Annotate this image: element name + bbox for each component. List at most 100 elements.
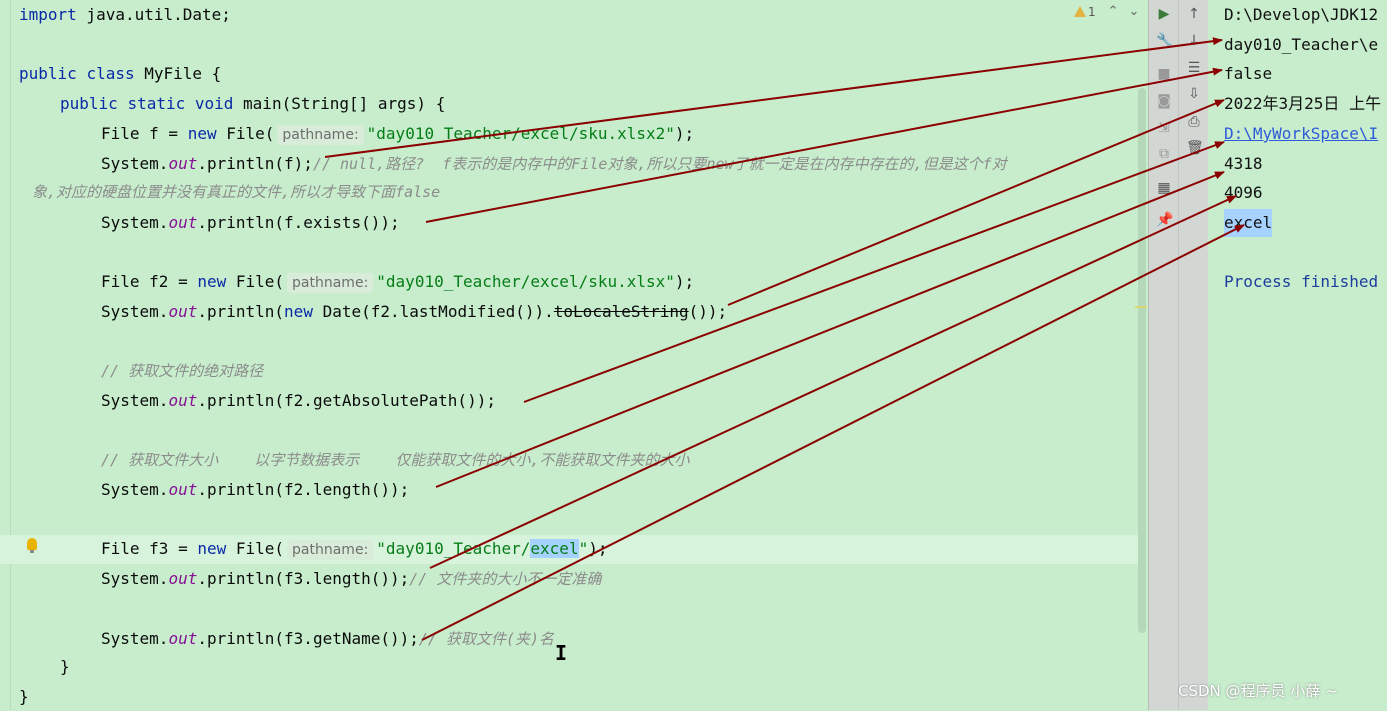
code-text: .println( [197, 302, 285, 321]
code-line-f3-length[interactable]: System.out.println(f3.length());// 文件夹的大… [101, 565, 601, 593]
process-finished-line: Process finished [1224, 272, 1379, 291]
console-line: 2022年3月25日 上午 [1224, 94, 1382, 113]
keyword: public [19, 64, 77, 83]
camera-icon[interactable]: ◙ [1157, 93, 1171, 109]
code-text: .println(f3.getName()); [197, 629, 419, 648]
comment: // 获取文件的绝对路径 [101, 362, 264, 380]
code-editor[interactable]: 1 ⌃ ⌄ import java.util.Date; public class … [0, 0, 1148, 710]
code-text: main(String[] args) { [233, 94, 446, 113]
code-line-length[interactable]: System.out.println(f2.length()); [101, 476, 409, 504]
soft-wrap-icon[interactable]: ☰ [1187, 60, 1201, 76]
code-line-main[interactable]: public static void main(String[] args) { [60, 90, 445, 118]
console-line-selected: excel [1224, 209, 1273, 237]
code-text: .println(f3.length()); [197, 569, 410, 588]
code-line-date[interactable]: System.out.println(new Date(f2.lastModif… [101, 298, 727, 326]
gutter-divider [10, 0, 11, 710]
watermark: CSDN @程序员 小薛 ~ [1178, 682, 1338, 700]
keyword: new [284, 302, 313, 321]
chevron-up-icon[interactable]: ⌃ [1107, 4, 1119, 19]
wrench-icon[interactable]: 🔧 [1156, 33, 1174, 49]
code-text: System. [101, 302, 169, 321]
keyword: new [187, 124, 217, 143]
code-line-f3-name[interactable]: System.out.println(f3.getName());// 获取文件… [101, 625, 554, 653]
code-text: java.util.Date; [76, 5, 231, 24]
code-text: MyFile { [134, 64, 222, 83]
code-text: ); [674, 124, 695, 143]
console-line: day010_Teacher\e [1224, 35, 1379, 54]
keyword: static [127, 94, 186, 113]
string-literal: " [578, 539, 589, 558]
code-line-abs-path[interactable]: System.out.println(f2.getAbsolutePath())… [101, 387, 496, 415]
run-toolbar: ▶ 🔧 ■ ◙ ⇲ ⧉ ▦ 📌 [1148, 0, 1179, 710]
code-text: File f3 = [101, 539, 198, 558]
code-line-file-f[interactable]: File f = new File(pathname:"day010_Teach… [101, 120, 694, 148]
pin-icon[interactable]: 📌 [1156, 212, 1174, 228]
code-text: Date(f2.lastModified()). [312, 302, 554, 321]
console-line: D:\Develop\JDK12 [1224, 5, 1379, 24]
string-literal: "day010_Teacher/excel/sku.xlsx" [376, 272, 675, 291]
inspection-widget[interactable]: 1 ⌃ ⌄ [1074, 4, 1139, 24]
code-text: File f2 = [101, 272, 198, 291]
string-literal: "day010_Teacher/excel/sku.xlsx2" [366, 124, 675, 143]
warning-icon [1074, 6, 1086, 17]
closing-brace: } [60, 657, 70, 676]
code-line-class[interactable]: public class MyFile { [19, 60, 221, 88]
code-line-exists[interactable]: System.out.println(f.exists()); [101, 209, 400, 237]
trash-icon[interactable]: 🗑 [1186, 140, 1204, 156]
comment: // null,路径? f表示的是内存中的File对象,所以只要new了就一定是… [312, 155, 1007, 173]
string-literal: "day010_Teacher/ [376, 539, 531, 558]
comment-wrapped: 象,对应的硬盘位置并没有真正的文件,所以才导致下面false [32, 183, 441, 201]
arrow-up-icon[interactable]: ↑ [1188, 6, 1200, 22]
exit-icon[interactable]: ⇲ [1158, 120, 1170, 136]
lightbulb-icon[interactable] [27, 538, 37, 553]
deprecated-method: toLocaleString [553, 302, 689, 321]
run-icon[interactable]: ▶ [1158, 6, 1170, 22]
console-path-link[interactable]: D:\MyWorkSpace\I [1224, 124, 1379, 143]
code-text: System. [101, 154, 169, 173]
selected-text[interactable]: excel [530, 539, 579, 558]
chevron-down-icon[interactable]: ⌄ [1128, 4, 1140, 19]
field-out: out [168, 569, 198, 588]
code-text: .println(f2.getAbsolutePath()); [197, 391, 496, 410]
code-line-file-f2[interactable]: File f2 = new File(pathname:"day010_Teac… [101, 268, 694, 296]
print-icon[interactable]: ⎙ [1188, 114, 1200, 130]
vertical-scrollbar[interactable] [1138, 88, 1146, 633]
text-cursor-icon: I [555, 641, 568, 665]
field-out: out [168, 302, 198, 321]
code-text: File( [226, 539, 285, 558]
code-text: ); [674, 272, 695, 291]
field-out: out [168, 154, 198, 173]
keyword: new [197, 539, 227, 558]
console-line: 4096 [1224, 183, 1263, 202]
code-line-file-f3[interactable]: File f3 = new File(pathname:"day010_Teac… [101, 535, 607, 563]
field-out: out [168, 213, 198, 232]
code-text: File f = [101, 124, 188, 143]
comment: // 获取文件(夹)名 [418, 630, 555, 648]
code-text: System. [101, 391, 169, 410]
stop-icon[interactable]: ■ [1157, 66, 1171, 82]
console-output[interactable]: D:\Develop\JDK12 day010_Teacher\e false … [1208, 0, 1387, 710]
arrow-down-icon[interactable]: ↓ [1188, 33, 1200, 49]
keyword: class [86, 64, 135, 83]
code-text: File( [226, 272, 285, 291]
keyword: void [194, 94, 234, 113]
code-text: System. [101, 213, 169, 232]
code-text: System. [101, 480, 169, 499]
keyword: import [19, 5, 77, 24]
console-toolbar: ↑ ↓ ☰ ⇩ ⎙ 🗑 [1178, 0, 1209, 710]
code-text: System. [101, 629, 169, 648]
field-out: out [168, 480, 198, 499]
field-out: out [168, 629, 198, 648]
code-text: .println(f2.length()); [197, 480, 410, 499]
code-text: .println(f); [197, 154, 313, 173]
scrollbar-marker [1135, 306, 1147, 308]
scroll-end-icon[interactable]: ⇩ [1188, 86, 1200, 102]
code-text: File( [216, 124, 275, 143]
code-line-println-f[interactable]: System.out.println(f);// null,路径? f表示的是内… [101, 150, 1007, 178]
layout-icon[interactable]: ▦ [1157, 180, 1171, 196]
warning-count: 1 [1088, 4, 1096, 19]
restore-layout-icon[interactable]: ⧉ [1159, 146, 1169, 162]
comment: // 获取文件大小 以字节数据表示 仅能获取文件的大小,不能获取文件夹的大小 [101, 451, 690, 469]
keyword: new [197, 272, 227, 291]
code-line-import[interactable]: import java.util.Date; [19, 1, 231, 29]
